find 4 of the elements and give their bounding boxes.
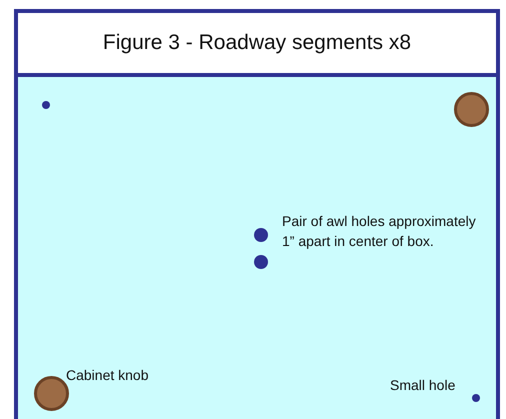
title: Figure 3 - Roadway segments x8 (102, 31, 412, 55)
note-text: Pair of awl holes approximately 1” apart in center of box. (282, 212, 477, 251)
note-text: Cabinet knob (66, 366, 150, 385)
note-text: Small hole (390, 376, 456, 395)
